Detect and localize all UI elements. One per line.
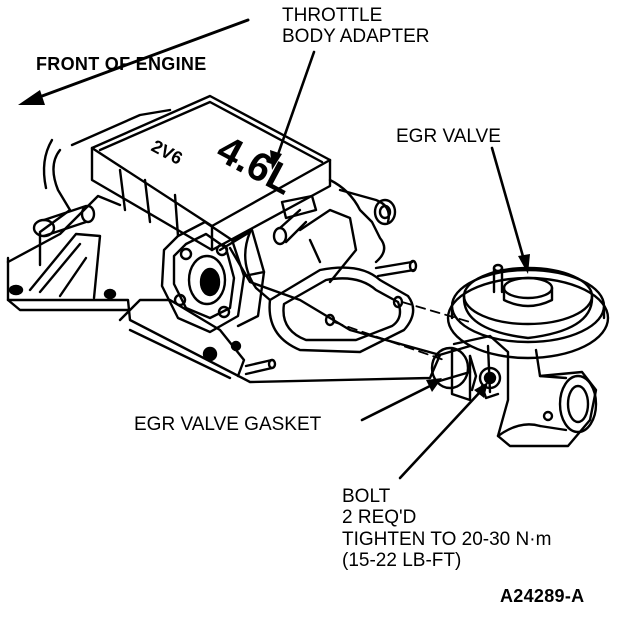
intake-manifold bbox=[6, 94, 442, 384]
egr-valve-leader bbox=[490, 146, 526, 262]
bolt-leader bbox=[398, 390, 482, 480]
leader-lines bbox=[270, 50, 530, 480]
egr-valve-gasket-leader bbox=[360, 384, 432, 422]
bolt-label: BOLT 2 REQ'D TIGHTEN TO 20-30 N·m (15-22… bbox=[342, 486, 551, 571]
figure-id-label: A24289-A bbox=[500, 586, 585, 606]
throttle-body-adapter-leader bbox=[274, 50, 316, 162]
bolt-line-3: TIGHTEN TO 20-30 N·m bbox=[342, 528, 552, 550]
bolt-line-2: 2 REQ'D bbox=[342, 507, 417, 529]
throttle-body-adapter-line-2: BODY ADAPTER bbox=[282, 26, 430, 48]
casting-sub: 2V6 bbox=[148, 136, 186, 169]
throttle-body-adapter-line-1: THROTTLE bbox=[282, 5, 383, 26]
throttle-body-adapter bbox=[160, 220, 266, 334]
throttle-body-adapter-label: THROTTLE BODY ADAPTER bbox=[282, 5, 429, 48]
egr-mounting-pad bbox=[268, 266, 415, 354]
gasket-alignment-lines bbox=[333, 301, 471, 361]
front-of-engine-label: FRONT OF ENGINE bbox=[36, 54, 207, 74]
bolt-line-4: (15-22 LB-FT) bbox=[342, 549, 462, 571]
bolt-line-1: BOLT bbox=[342, 486, 391, 507]
egr-valve-label: EGR VALVE bbox=[396, 126, 501, 147]
egr-valve bbox=[446, 263, 610, 448]
egr-valve-gasket-label: EGR VALVE GASKET bbox=[134, 414, 322, 435]
front-of-engine-arrow bbox=[18, 18, 250, 105]
